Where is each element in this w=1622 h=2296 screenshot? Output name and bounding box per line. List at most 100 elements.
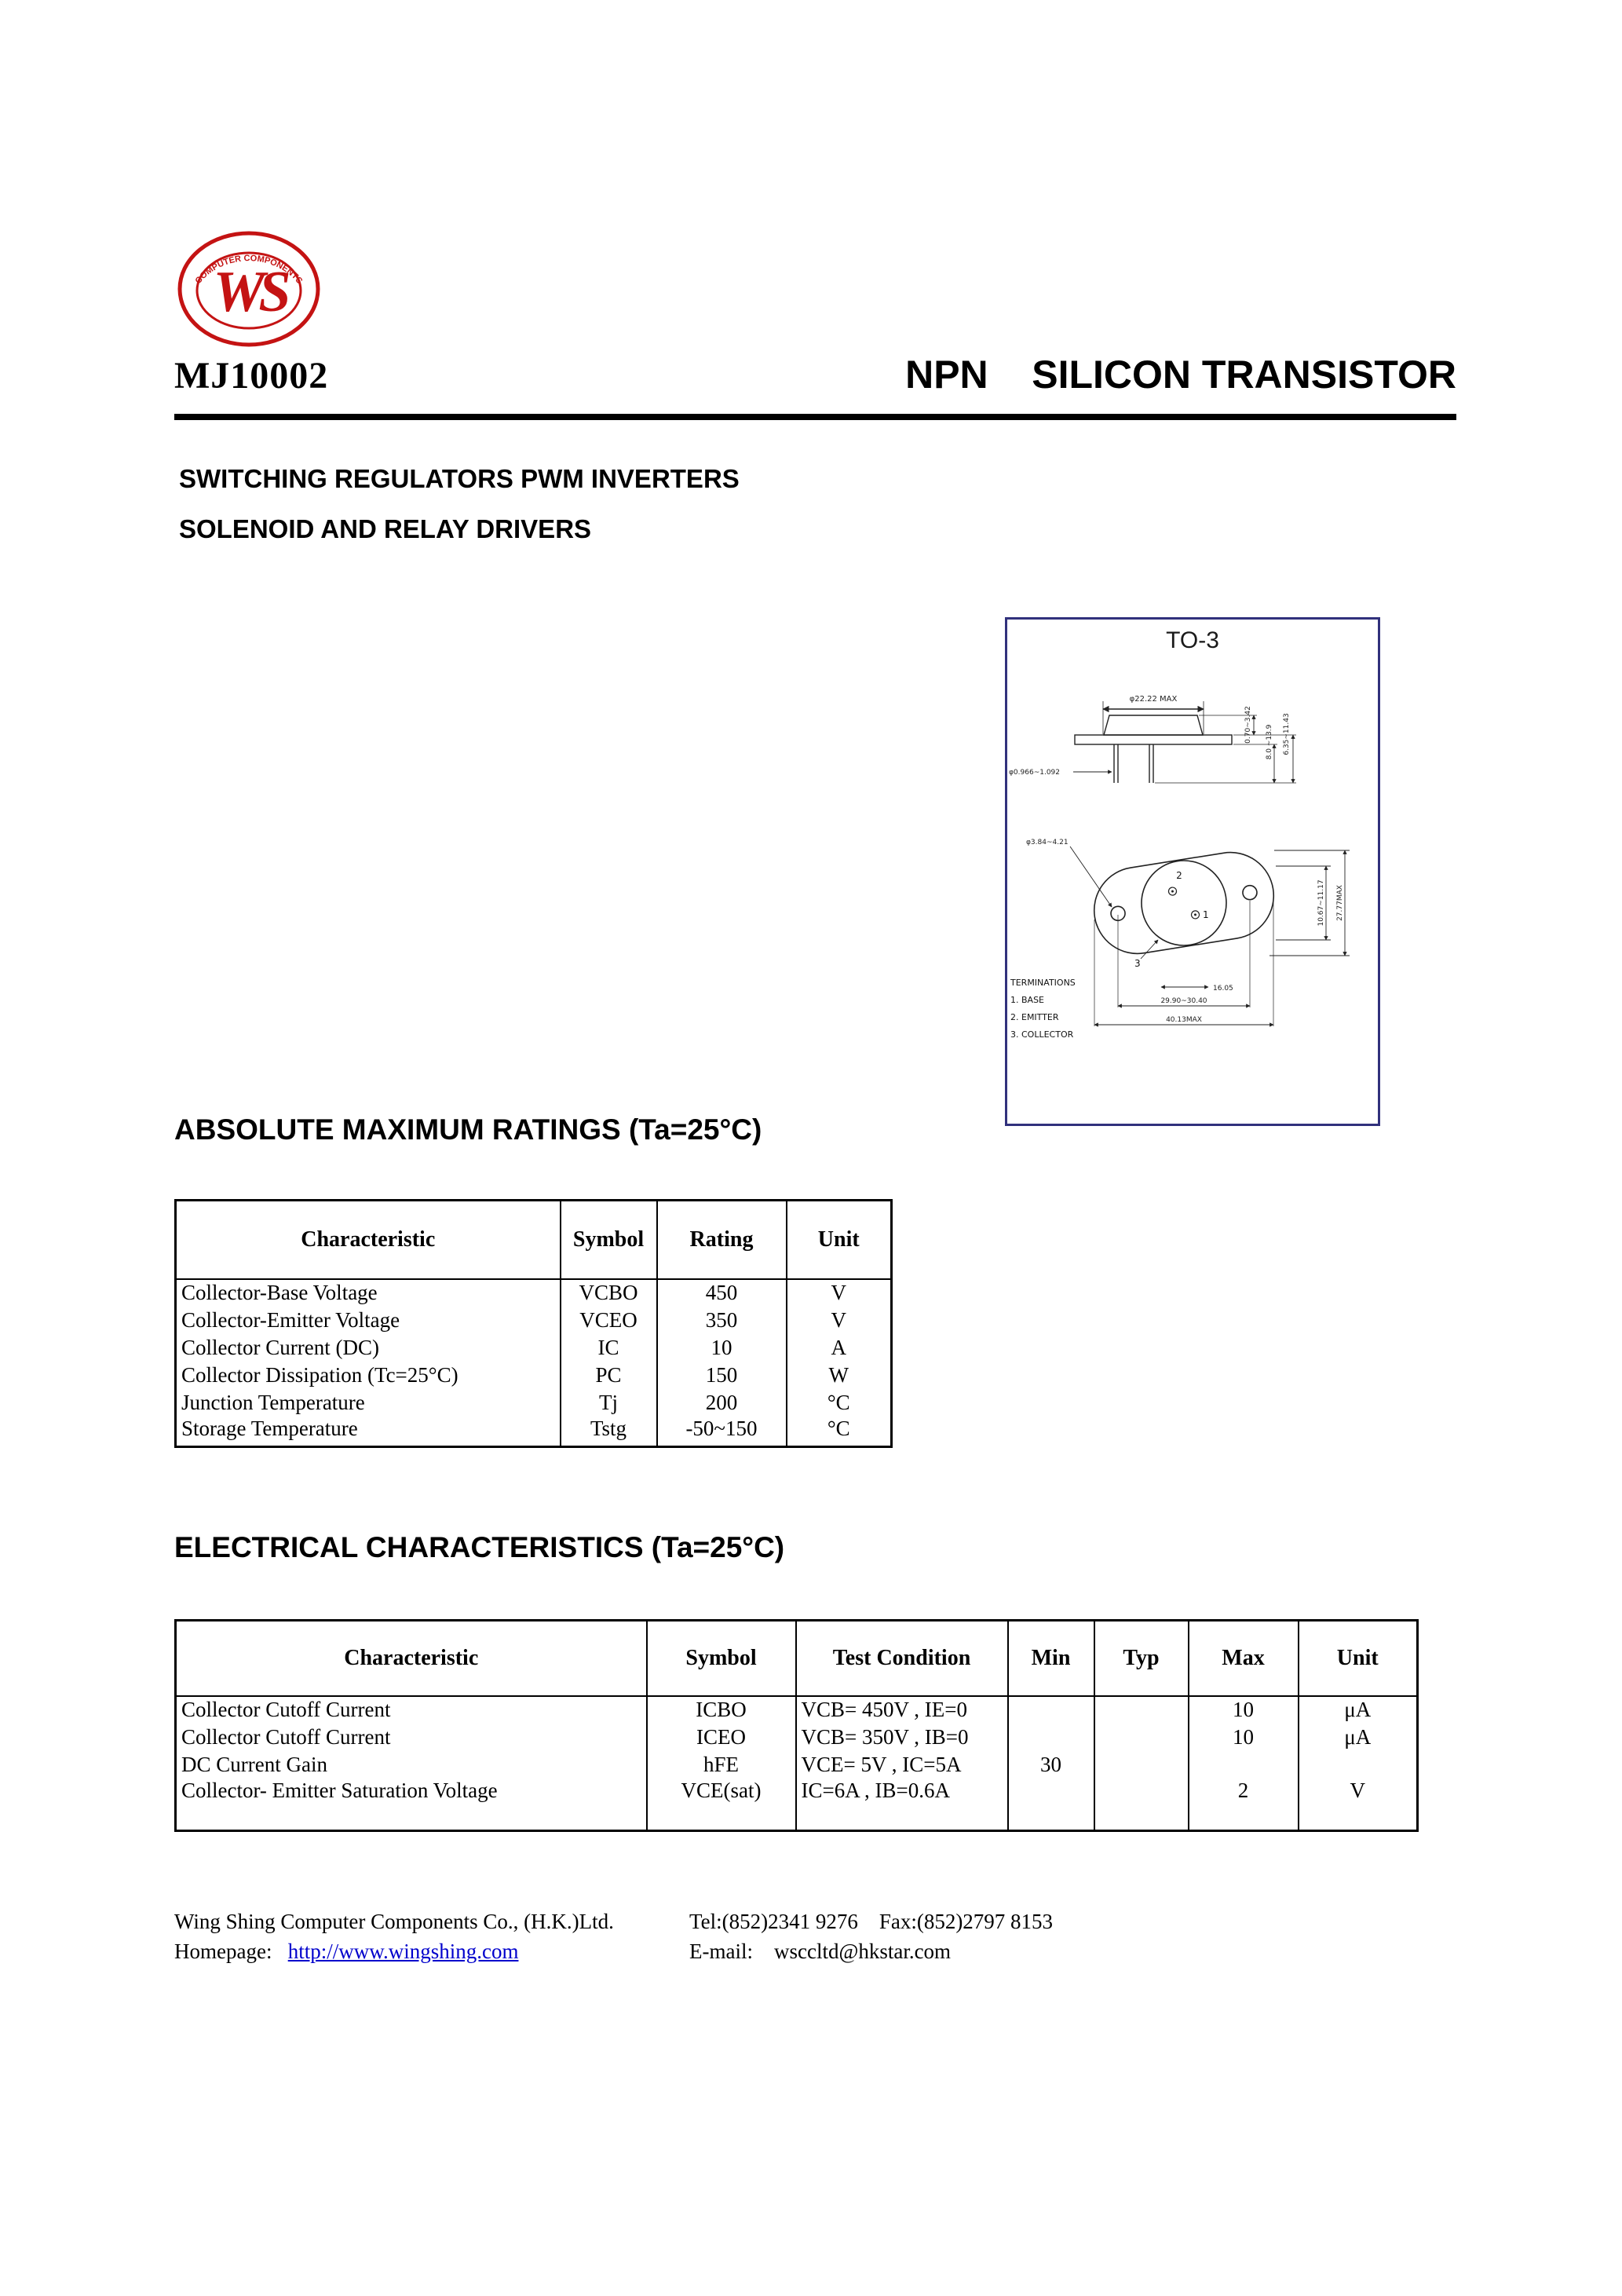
terminations-legend: TERMINATIONS 1. BASE 2. EMITTER 3. COLLE… [1010,978,1076,1040]
cell-symbol: VCEO [559,1306,658,1334]
table-row: Junction Temperature Tj 200 °C [174,1388,893,1417]
cell-unit: A [785,1333,893,1362]
cell-rating: 350 [656,1306,787,1334]
electrical-characteristics-table: Characteristic Symbol Test Condition Min… [174,1619,1419,1832]
table-row: Collector Dissipation (Tc=25°C) PC 150 W [174,1361,893,1389]
company-name: Wing Shing Computer Components Co., (H.K… [174,1910,614,1933]
table-row: Collector-Emitter Voltage VCEO 350 V [174,1306,893,1334]
cell-characteristic: Collector-Emitter Voltage [174,1306,561,1334]
cell-characteristic: Storage Temperature [174,1416,561,1446]
cell-unit [1297,1750,1419,1779]
logo-graphic: COMPUTER COMPONENTS WS [177,231,320,347]
cell-min [1006,1723,1095,1751]
cell-unit: μA [1297,1723,1419,1751]
cell-unit: V [785,1278,893,1307]
dim-pin-span: 16.05 [1213,985,1233,993]
cell-test-condition: IC=6A , IB=0.6A [795,1778,1009,1830]
cell-min [1006,1778,1095,1830]
table-header-row: Characteristic Symbol Rating Unit [174,1200,893,1280]
company-logo: COMPUTER COMPONENTS WS [174,229,323,349]
cell-characteristic: Collector- Emitter Saturation Voltage [174,1778,648,1830]
dim-hole-diameter: φ3.84~4.21 [1026,839,1069,846]
cell-characteristic: Collector Cutoff Current [174,1695,648,1724]
header-rule [174,414,1456,420]
cell-symbol: ICEO [645,1723,797,1751]
table-row: Collector Cutoff Current ICEO VCB= 350V … [174,1723,1419,1751]
package-name: TO-3 [1166,627,1219,653]
package-diagram-box: TO-3 [1005,617,1380,1126]
termination-emitter: 2. EMITTER [1010,1012,1059,1022]
cell-test-condition: VCB= 450V , IE=0 [795,1695,1009,1724]
column-header-symbol: Symbol [645,1620,797,1697]
electrical-heading: ELECTRICAL CHARACTERISTICS (Ta=25°C) [174,1531,785,1563]
column-header-max: Max [1187,1620,1299,1697]
termination-collector: 3. COLLECTOR [1010,1029,1074,1040]
column-header-symbol: Symbol [559,1200,658,1280]
column-header-unit: Unit [1297,1620,1419,1697]
cell-symbol: Tstg [559,1416,658,1446]
application-description: SWITCHING REGULATORS PWM INVERTERS SOLEN… [179,454,740,554]
cell-rating: 150 [656,1361,787,1389]
pin-label-3: 3 [1134,958,1141,969]
dim-seat-height: 0.70~3.42 [1244,706,1252,744]
cell-rating: -50~150 [656,1416,787,1446]
dim-pin-length-2: 6.35~11.43 [1283,713,1291,755]
table-row: Collector Current (DC) IC 10 A [174,1333,893,1362]
header: MJ10002 NPN SILICON TRANSISTOR [174,352,1456,397]
dim-flange-length: 40.13MAX [1166,1016,1202,1024]
homepage-label: Homepage: [174,1940,288,1963]
side-view [1073,701,1296,784]
bottom-dims [1094,891,1274,1027]
cell-symbol: hFE [645,1750,797,1779]
table-row: Collector- Emitter Saturation Voltage VC… [174,1778,1419,1830]
pin-label-1: 1 [1203,909,1209,920]
cell-max: 10 [1187,1723,1299,1751]
dim-pin-length-1: 8.0 ~13.9 [1266,724,1273,759]
cell-typ [1093,1778,1189,1830]
logo-inner-ring [195,251,302,330]
abs-max-heading: ABSOLUTE MAXIMUM RATINGS (Ta=25°C) [174,1113,762,1146]
cell-rating: 200 [656,1388,787,1417]
table-row: DC Current Gain hFE VCE= 5V , IC=5A 30 [174,1750,1419,1779]
table-row: Collector-Base Voltage VCBO 450 V [174,1278,893,1307]
cell-symbol: IC [559,1333,658,1362]
cell-max: 10 [1187,1695,1299,1724]
cell-characteristic: Collector-Base Voltage [174,1278,561,1307]
cell-typ [1093,1723,1189,1751]
homepage-link[interactable]: http://www.wingshing.com [287,1940,519,1963]
cell-unit: °C [785,1388,893,1417]
cell-characteristic: DC Current Gain [174,1750,648,1779]
top-view [1093,851,1275,955]
table-header-row: Characteristic Symbol Test Condition Min… [174,1620,1419,1697]
dim-body-height: 27.77MAX [1336,885,1344,921]
cell-symbol: ICBO [645,1695,797,1724]
email-line: E-mail: wsccltd@hkstar.com [689,1940,951,1964]
cell-unit: V [1297,1778,1419,1830]
cell-symbol: Tj [559,1388,658,1417]
column-header-typ: Typ [1093,1620,1189,1697]
application-line-2: SOLENOID AND RELAY DRIVERS [179,514,592,543]
pin-label-2: 2 [1176,870,1182,881]
cell-max [1187,1750,1299,1779]
application-line-1: SWITCHING REGULATORS PWM INVERTERS [179,464,740,493]
cell-unit: V [785,1306,893,1334]
table-row: Storage Temperature Tstg -50~150 °C [174,1416,893,1446]
termination-base: 1. BASE [1010,995,1044,1005]
cell-unit: W [785,1361,893,1389]
dim-pin-diameter: φ0.966~1.092 [1009,769,1060,777]
cell-characteristic: Collector Dissipation (Tc=25°C) [174,1361,561,1389]
cell-characteristic: Junction Temperature [174,1388,561,1417]
cell-unit: μA [1297,1695,1419,1724]
dim-cap-diameter: φ22.22 MAX [1130,695,1178,704]
dim-hole-span: 29.90~30.40 [1160,997,1207,1005]
tel-fax: Tel:(852)2341 9276 Fax:(852)2797 8153 [689,1910,1054,1933]
cell-unit: °C [785,1416,893,1446]
column-header-min: Min [1006,1620,1095,1697]
to3-outline-drawing: φ22.22 MAX φ0.966~1.092 0.70~3.42 8.0 ~1… [1009,695,1350,1040]
cell-symbol: PC [559,1361,658,1389]
homepage-line: Homepage: http://www.wingshing.com [174,1940,518,1964]
cell-characteristic: Collector Cutoff Current [174,1723,648,1751]
top-view-vertical-dims [1269,850,1350,956]
column-header-unit: Unit [785,1200,893,1280]
